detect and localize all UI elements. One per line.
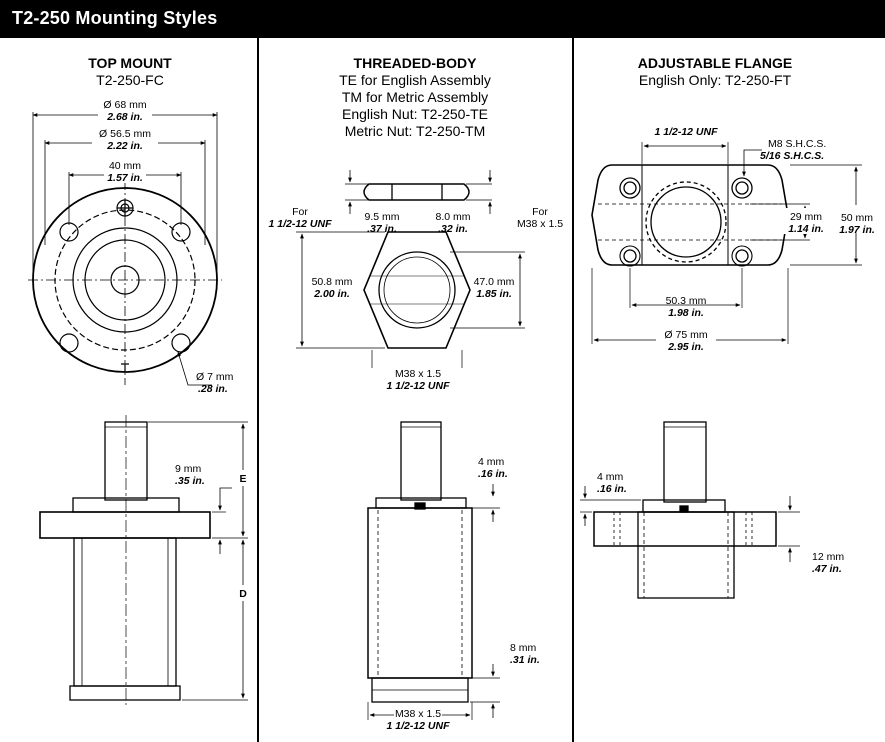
dim-9: 9 mm <box>175 463 202 475</box>
dim-40: 40 mm <box>109 160 141 172</box>
dim-diameter-7: Ø 7 mm <box>196 371 234 383</box>
dim-diameter-68-in: 2.68 in. <box>106 111 143 123</box>
dim-50-3-in: 1.98 in. <box>668 307 704 319</box>
adjustable-flange-top-view <box>591 142 862 344</box>
header-banner: T2-250 Mounting Styles <box>0 0 885 38</box>
dim-50-8-in: 2.00 in. <box>313 288 350 300</box>
dim-diameter-7-in: .28 in. <box>198 383 228 395</box>
dim-E: E <box>239 473 246 485</box>
dim-50-8: 50.8 mm <box>312 276 353 288</box>
threaded-body-line-3: English Nut: T2-250-TE <box>341 106 489 122</box>
dim-47-0: 47.0 mm <box>474 276 515 288</box>
dim-diameter-68: Ø 68 mm <box>103 99 146 111</box>
dim-50-in: 1.97 in. <box>839 224 875 236</box>
dim-47-0-in: 1.85 in. <box>476 288 512 300</box>
adjustable-flange-part: English Only: T2-250-FT <box>638 72 792 88</box>
dim-4-af: 4 mm <box>597 471 624 483</box>
threaded-body-line-1: TE for English Assembly <box>339 72 491 88</box>
adjustable-flange-title: ADJUSTABLE FLANGE <box>637 55 793 71</box>
dim-9-5: 9.5 mm <box>364 211 399 223</box>
threaded-body-top-view <box>296 170 525 368</box>
dim-8-tb: 8 mm <box>510 642 537 654</box>
top-mount-top-view <box>28 112 222 386</box>
panel-divider <box>572 38 574 742</box>
dim-12-in: .47 in. <box>812 563 842 575</box>
top-mount-part: T2-250-FC <box>96 72 164 88</box>
dim-diameter-56: Ø 56.5 mm <box>99 128 151 140</box>
dim-50: 50 mm <box>841 212 873 224</box>
dim-9-in: .35 in. <box>175 475 205 487</box>
dim-8-tb-in: .31 in. <box>510 654 540 666</box>
adjustable-flange-side-view <box>580 421 800 599</box>
shcs-english: 5/16 S.H.C.S. <box>760 150 824 162</box>
dim-29: 29 mm <box>790 211 822 223</box>
dim-50-3: 50.3 mm <box>666 295 707 307</box>
top-mount-side-view <box>39 415 248 705</box>
shcs-metric: M8 S.H.C.S. <box>768 138 826 150</box>
dim-8-0-in: .32 in. <box>438 223 468 235</box>
dim-4-af-in: .16 in. <box>597 483 627 495</box>
for-label-right: For <box>532 206 548 218</box>
flange-thread-unf: 1 1/2-12 UNF <box>654 126 718 138</box>
top-mount-title: TOP MOUNT <box>88 55 172 71</box>
threaded-body-title: THREADED-BODY <box>353 55 477 71</box>
thread-unf-bottom: 1 1/2-12 UNF <box>386 720 450 732</box>
dim-diameter-75: Ø 75 mm <box>664 329 707 341</box>
page-title: T2-250 Mounting Styles <box>12 8 218 28</box>
dim-40-in: 1.57 in. <box>107 172 143 184</box>
panel-divider <box>257 38 259 742</box>
dim-D: D <box>239 588 247 600</box>
dim-diameter-56-in: 2.22 in. <box>106 140 143 152</box>
dim-8-0: 8.0 mm <box>435 211 470 223</box>
dim-29-in: 1.14 in. <box>788 223 824 235</box>
threaded-body-line-4: Metric Nut: T2-250-TM <box>344 123 486 139</box>
thread-m38-bottom: M38 x 1.5 <box>395 708 441 720</box>
dim-diameter-75-in: 2.95 in. <box>667 341 704 353</box>
dim-9-5-in: .37 in. <box>367 223 397 235</box>
thread-m38-top: M38 x 1.5 <box>395 368 441 380</box>
thread-unf-top: 1 1/2-12 UNF <box>386 380 450 392</box>
dim-12: 12 mm <box>812 551 844 563</box>
dim-4-tb: 4 mm <box>478 456 505 468</box>
threaded-body-line-2: TM for Metric Assembly <box>341 89 489 105</box>
threaded-body-side-view <box>367 421 500 720</box>
for-m38-right: M38 x 1.5 <box>517 218 563 230</box>
for-label-left: For <box>292 206 308 218</box>
for-unf-left: 1 1/2-12 UNF <box>268 218 332 230</box>
dim-4-tb-in: .16 in. <box>478 468 508 480</box>
